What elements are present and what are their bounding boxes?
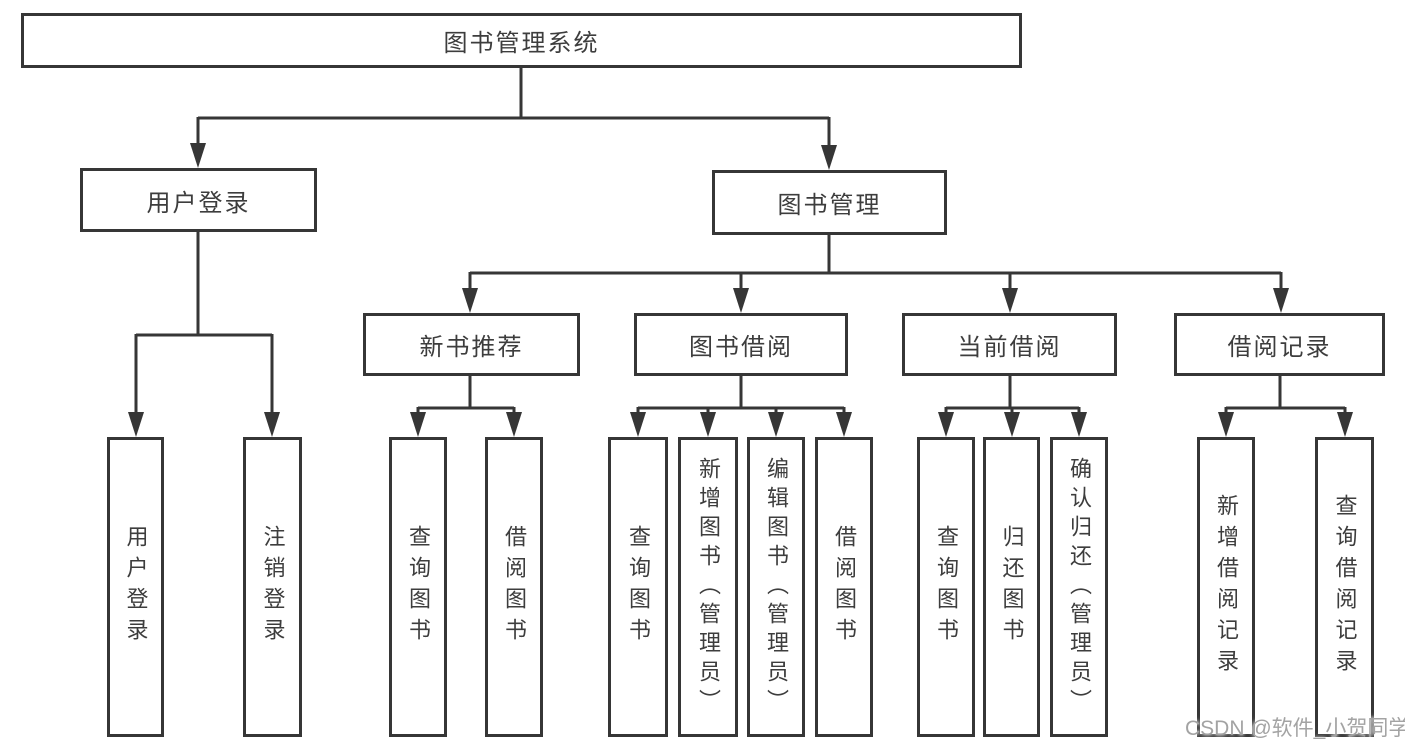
- leaf-query-books-borrow: 查询图书: [608, 437, 668, 737]
- leaf-borrow-books: 借阅图书: [815, 437, 873, 737]
- arrowhead-icon: [700, 412, 716, 437]
- arrowhead-icon: [733, 288, 749, 313]
- leaf-edit-book-admin-label: 编辑图书（管理员）: [764, 456, 789, 718]
- leaf-query-books-current: 查询图书: [917, 437, 975, 737]
- arrowhead-group: [128, 143, 1353, 437]
- node-book-management: 图书管理: [712, 170, 947, 235]
- arrowhead-icon: [264, 412, 280, 437]
- node-new-book-recommend-label: 新书推荐: [419, 334, 524, 361]
- arrowhead-icon: [506, 412, 522, 437]
- leaf-add-book-admin: 新增图书（管理员）: [678, 437, 738, 737]
- node-book-borrow: 图书借阅: [634, 313, 848, 376]
- leaf-query-borrow-record: 查询借阅记录: [1315, 437, 1374, 737]
- leaf-confirm-return-admin-label: 确认归还（管理员）: [1067, 456, 1092, 718]
- leaf-return-books: 归还图书: [983, 437, 1040, 737]
- arrowhead-icon: [190, 143, 206, 168]
- node-current-borrow: 当前借阅: [902, 313, 1117, 376]
- leaf-borrow-books-recommend: 借阅图书: [485, 437, 543, 737]
- leaf-edit-book-admin: 编辑图书（管理员）: [747, 437, 805, 737]
- leaf-query-borrow-record-label: 查询借阅记录: [1332, 494, 1358, 680]
- leaf-add-book-admin-label: 新增图书（管理员）: [696, 456, 721, 718]
- leaf-confirm-return-admin: 确认归还（管理员）: [1050, 437, 1108, 737]
- node-book-management-label: 图书管理: [777, 192, 882, 219]
- leaf-return-books-label: 归还图书: [999, 525, 1025, 649]
- watermark: CSDN @软件_小贺同学: [1185, 717, 1405, 740]
- leaf-logout-label: 注销登录: [260, 525, 286, 649]
- leaf-logout: 注销登录: [243, 437, 302, 737]
- arrowhead-icon: [1002, 288, 1018, 313]
- arrowhead-icon: [462, 288, 478, 313]
- node-borrow-records-label: 借阅记录: [1227, 334, 1332, 361]
- arrowhead-icon: [1071, 412, 1087, 437]
- arrowhead-icon: [1004, 412, 1020, 437]
- node-user-login-label: 用户登录: [146, 189, 251, 217]
- arrowhead-icon: [938, 412, 954, 437]
- arrowhead-icon: [1337, 412, 1353, 437]
- leaf-query-books-current-label: 查询图书: [934, 525, 959, 649]
- arrowhead-icon: [410, 412, 426, 437]
- node-book-borrow-label: 图书借阅: [689, 334, 793, 361]
- node-new-book-recommend: 新书推荐: [363, 313, 580, 376]
- leaf-borrow-books-recommend-label: 借阅图书: [502, 525, 527, 649]
- arrowhead-icon: [128, 412, 144, 437]
- node-current-borrow-label: 当前借阅: [957, 334, 1062, 361]
- arrowhead-icon: [768, 412, 784, 437]
- node-user-login: 用户登录: [80, 168, 317, 232]
- leaf-add-borrow-record: 新增借阅记录: [1197, 437, 1255, 737]
- node-root-label: 图书管理系统: [443, 30, 600, 57]
- arrowhead-icon: [630, 412, 646, 437]
- leaf-user-login: 用户登录: [107, 437, 164, 737]
- arrowhead-icon: [836, 412, 852, 437]
- leaf-query-books-borrow-label: 查询图书: [626, 525, 651, 649]
- leaf-borrow-books-label: 借阅图书: [832, 525, 857, 649]
- arrowhead-icon: [1273, 288, 1289, 313]
- node-borrow-records: 借阅记录: [1174, 313, 1385, 376]
- arrowhead-icon: [821, 145, 837, 170]
- leaf-query-books-recommend-label: 查询图书: [406, 525, 431, 649]
- leaf-user-login-label: 用户登录: [123, 525, 149, 649]
- leaf-query-books-recommend: 查询图书: [389, 437, 447, 737]
- node-root: 图书管理系统: [21, 13, 1022, 68]
- leaf-add-borrow-record-label: 新增借阅记录: [1214, 494, 1239, 680]
- arrowhead-icon: [1218, 412, 1234, 437]
